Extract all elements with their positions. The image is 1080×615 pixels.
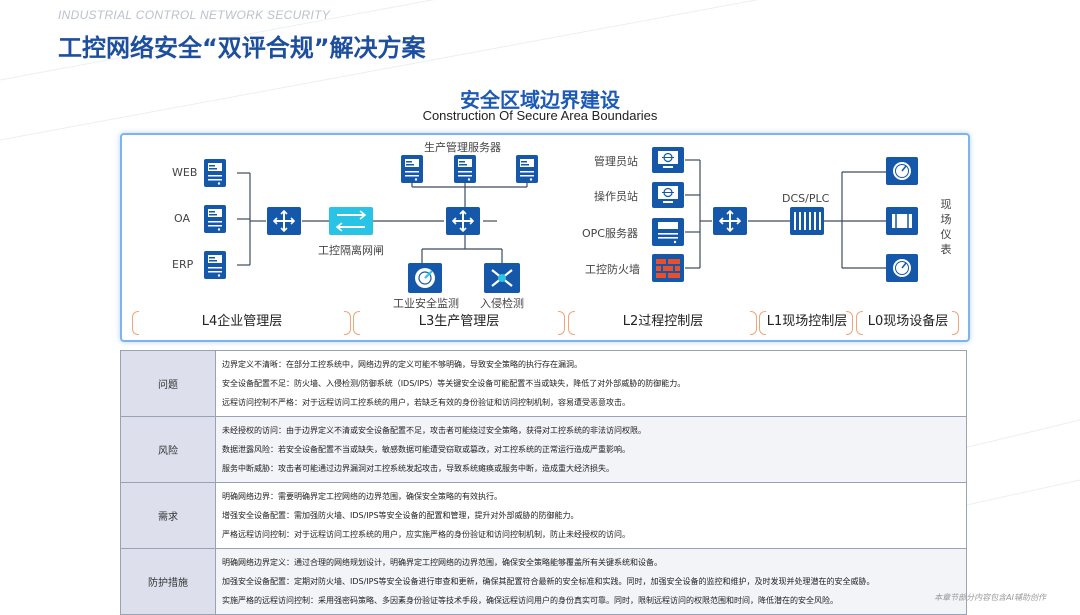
layer-l1: L1现场控制层 [766,314,848,329]
table-row: 风险 未经授权的访问：由于边界定义不清或安全设备配置不足，攻击者可能绕过安全策略… [120,416,967,483]
production-server-icon [454,155,476,183]
field-instruments-label: 现场仪表 [940,198,952,256]
layer-l4: L4企业管理层 [201,314,283,329]
web-server-icon [204,159,226,187]
table-row: 问题 边界定义不清晰：在部分工控系统中，网络边界的定义可能不够明确，导致安全策略… [120,350,967,417]
row-line: 边界定义不清晰：在部分工控系统中，网络边界的定义可能不够明确，导致安全策略的执行… [222,360,582,369]
row-line: 数据泄露风险：若安全设备配置不当或缺失，敏感数据可能遭受窃取或篡改，对工控系统的… [222,445,630,454]
admin-station-label: 管理员站 [594,155,638,168]
layer-l2: L2过程控制层 [622,314,704,329]
section-subtitle: Construction Of Secure Area Boundaries [422,108,658,123]
row-category: 防护措施 [120,548,216,615]
layer-l0: L0现场设备层 [867,314,949,329]
production-server-icon [401,155,423,183]
industrial-monitor-icon [408,263,442,293]
row-line: 安全设备配置不足：防火墙、入侵检测/防御系统（IDS/IPS）等关键安全设备可能… [222,379,686,388]
row-line: 增强安全设备配置：需加强防火墙、IDS/IPS等安全设备的配置和管理，提升对外部… [222,511,579,520]
erp-label: ERP [172,258,194,271]
row-line: 明确网络边界定义：通过合理的网络规划设计，明确界定工控网络的边界范围，确保安全策… [222,558,662,567]
table-row: 防护措施 明确网络边界定义：通过合理的网络规划设计，明确界定工控网络的边界范围，… [120,548,967,615]
web-label: WEB [172,166,198,179]
ids-label: 入侵检测 [480,297,524,310]
firewall-label: 工控防火墙 [585,263,640,276]
enterprise-switch-icon [266,206,302,236]
footer-note: 本章节部分内容包含AI辅助创作 [934,593,1046,602]
row-line: 严格远程访问控制：对于远程访问工控系统的用户，应实施严格的身份验证和访问控制机制… [222,530,630,539]
row-category: 风险 [120,416,216,483]
production-server-icon [516,155,538,183]
field-transmitter-icon [886,207,918,235]
erp-server-icon [204,251,226,279]
header-english-title: INDUSTRIAL CONTROL NETWORK SECURITY [58,8,331,22]
oa-server-icon [204,205,226,233]
operator-station-icon [651,181,685,209]
dcs-plc-icon [790,207,824,235]
opc-server-label: OPC服务器 [582,227,638,240]
operator-station-label: 操作员站 [594,190,638,203]
row-category: 问题 [120,350,216,417]
layer-l3: L3生产管理层 [418,314,500,329]
opc-server-icon [652,218,684,246]
admin-station-icon [651,146,685,174]
dcs-plc-label: DCS/PLC [782,192,830,205]
field-gauge-icon [885,156,919,186]
section-title: 安全区域边界建设 [460,88,620,112]
control-switch-icon [712,206,748,236]
gap-label: 工控隔离网闸 [318,244,384,257]
row-line: 未经授权的访问：由于边界定义不清或安全设备配置不足，攻击者可能绕过安全策略，获得… [222,426,646,435]
row-category: 需求 [120,482,216,549]
production-servers-label: 生产管理服务器 [424,141,501,154]
network-diagram: WEB OA ERP 工控隔离网闸 生产管理服务器 工业安全监测 入侵检测 管理… [120,133,970,342]
gap-isolator-icon [329,207,373,235]
oa-label: OA [174,212,190,225]
network-topology [204,146,919,293]
firewall-icon [652,254,684,282]
row-line: 远程访问控制不严格：对于远程访问工控系统的用户，若缺乏有效的身份验证和访问控制机… [222,398,630,407]
row-line: 加强安全设备配置：定期对防火墙、IDS/IPS等安全设备进行审查和更新，确保其配… [222,577,875,586]
page-title: 工控网络安全“双评合规”解决方案 [58,34,426,62]
analysis-table: 问题 边界定义不清晰：在部分工控系统中，网络边界的定义可能不够明确，导致安全策略… [120,350,967,615]
production-switch-icon [445,206,481,236]
row-line: 服务中断威胁：攻击者可能通过边界漏洞对工控系统发起攻击，导致系统瘫痪或服务中断，… [222,464,614,473]
row-line: 实施严格的远程访问控制：采用强密码策略、多因素身份验证等技术手段，确保远程访问用… [222,596,838,605]
field-meter-icon [885,253,919,283]
row-line: 明确网络边界：需要明确界定工控网络的边界范围，确保安全策略的有效执行。 [222,492,502,501]
intrusion-detection-icon [484,263,520,293]
table-row: 需求 明确网络边界：需要明确界定工控网络的边界范围，确保安全策略的有效执行。 增… [120,482,967,549]
monitor-label: 工业安全监测 [393,297,459,310]
